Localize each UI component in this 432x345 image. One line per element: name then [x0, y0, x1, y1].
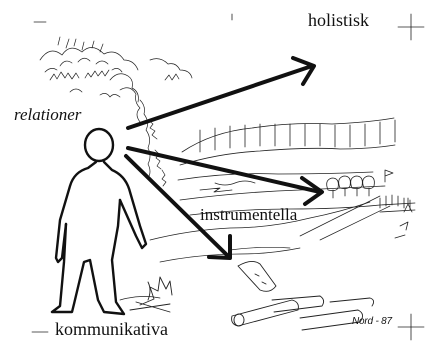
arrow-to-holistisk — [128, 58, 314, 128]
campfire — [130, 277, 172, 312]
tree-row — [327, 176, 410, 210]
label-relationer: relationer — [14, 106, 81, 123]
person-figure — [52, 129, 146, 314]
hills — [178, 118, 395, 180]
label-instrumentella: instrumentella — [200, 206, 297, 223]
label-kommunikativa: kommunikativa — [55, 320, 168, 338]
artist-signature: Nord - 87 — [352, 317, 392, 327]
arrow-to-instrumentella — [128, 148, 322, 204]
label-holistisk: holistisk — [308, 11, 369, 29]
